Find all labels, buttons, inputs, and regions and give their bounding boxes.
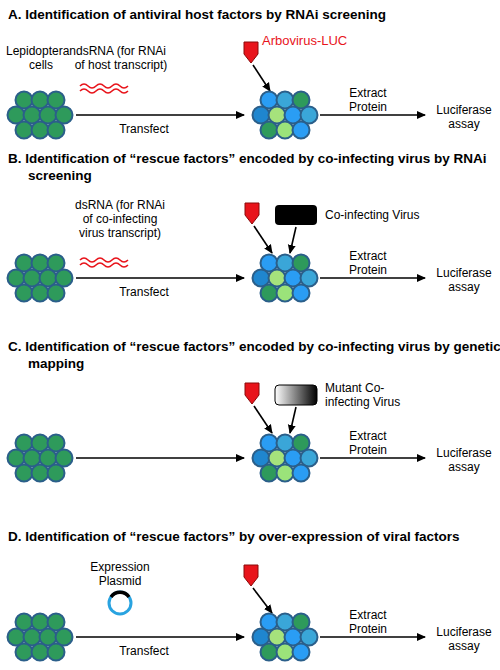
panel-heading: D. Identification of “rescue factors” by… [8, 528, 500, 545]
step-label: Transfect [104, 644, 184, 658]
panel-heading: C. Identification of “rescue factors” en… [8, 338, 500, 372]
arrow [76, 636, 244, 638]
arrow [76, 457, 244, 459]
dsrna [80, 84, 128, 93]
virus-label: Mutant Co-infecting Virus [325, 381, 425, 409]
step-label: Extract Protein [335, 608, 401, 636]
cell-label: Lepidopteran cells [2, 44, 80, 72]
arbovirus [245, 203, 259, 224]
readout-label: Luciferase assay [428, 103, 500, 131]
cells [8, 435, 73, 482]
arrow [320, 277, 425, 279]
arrow [253, 65, 270, 91]
dsrna-label: dsRNA (for RNAi of host transcript) [72, 44, 170, 72]
readout-label: Luciferase assay [428, 446, 500, 474]
step-label: Extract Protein [335, 249, 401, 277]
step-label: Transfect [104, 122, 184, 136]
cells [8, 255, 73, 302]
dsrna [80, 258, 128, 267]
arbovirus [244, 565, 258, 586]
infected-cells [253, 92, 318, 139]
panel-heading: B. Identification of “rescue factors” en… [8, 150, 500, 184]
cells [8, 614, 73, 661]
arrow [290, 407, 296, 433]
step-label: Transfect [104, 285, 184, 299]
dsrna-label: dsRNA (for RNAi of co-infecting virus tr… [70, 198, 170, 240]
plasmid-label: Expression Plasmid [84, 560, 156, 588]
arrow [320, 636, 425, 638]
plasmid [109, 592, 131, 614]
coinfecting-virus [275, 205, 317, 225]
virus-label: Arbovirus-LUC [262, 34, 392, 48]
arrow [76, 114, 244, 116]
infected-cells [253, 614, 318, 661]
arrow [254, 406, 272, 433]
virus-label: Co-infecting Virus [325, 208, 455, 222]
infected-cells [253, 435, 318, 482]
arbovirus [245, 383, 259, 404]
panel-heading: A. Identification of antiviral host fact… [8, 6, 500, 23]
arrow [320, 457, 425, 459]
arrow [290, 227, 296, 253]
arrow [76, 277, 244, 279]
cells [8, 92, 73, 139]
plasmid-insert [111, 592, 129, 597]
arrow [254, 226, 272, 253]
readout-label: Luciferase assay [428, 266, 500, 294]
mutant-virus [275, 385, 317, 405]
infected-cells [253, 255, 318, 302]
step-label: Extract Protein [335, 86, 401, 114]
arrow [253, 588, 272, 613]
arrow [320, 114, 425, 116]
arbovirus [244, 42, 258, 63]
step-label: Extract Protein [335, 429, 401, 457]
readout-label: Luciferase assay [428, 625, 500, 653]
